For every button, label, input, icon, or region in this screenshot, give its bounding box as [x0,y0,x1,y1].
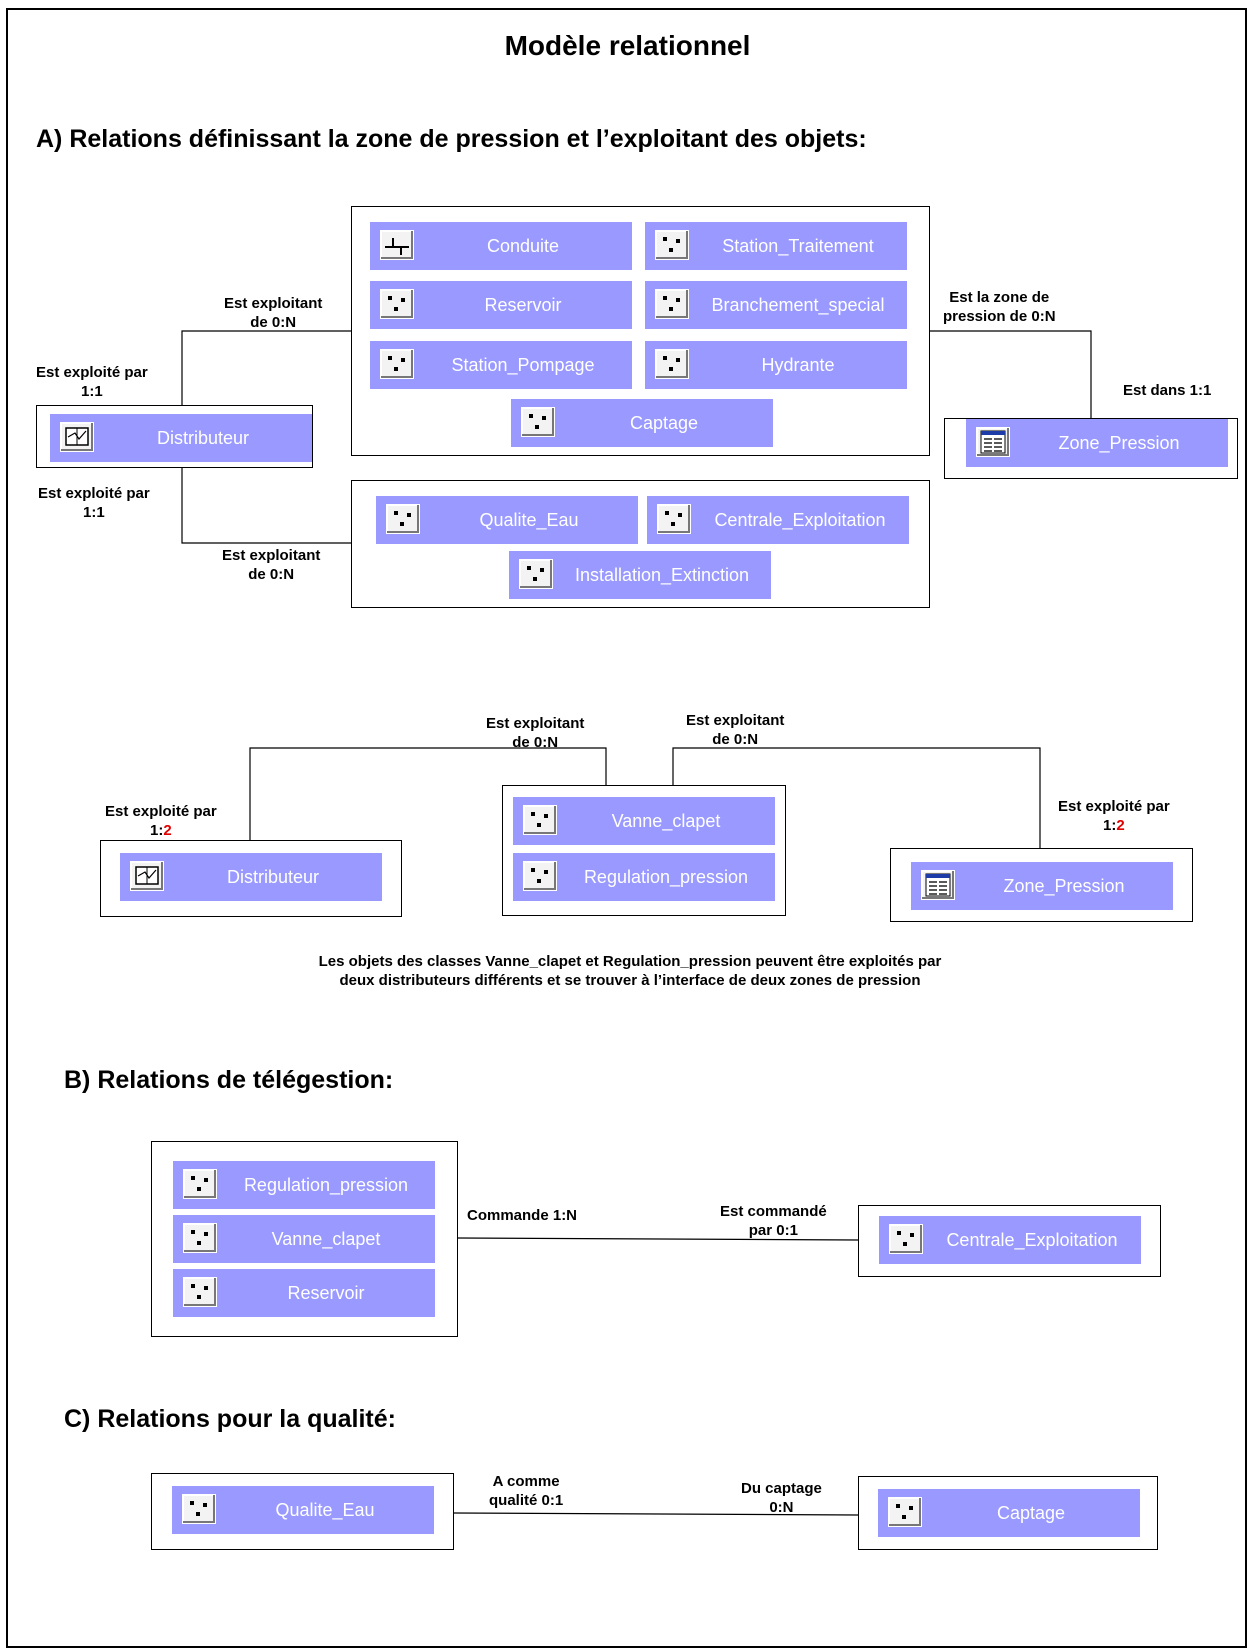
class-label: Regulation_pression [243,1175,409,1195]
class-reservoir-b[interactable]: Reservoir [173,1269,435,1317]
class-label: Reservoir [484,295,562,315]
class-label: Captage [996,1503,1066,1523]
line-distributeur-bottom [181,468,351,544]
point-feature-icon [655,289,689,319]
class-conduite[interactable]: Conduite [370,222,632,270]
class-label: Qualite_Eau [275,1500,375,1520]
class-station-pompage[interactable]: Station_Pompage [370,341,632,389]
line-vanne-left [249,747,607,840]
point-feature-icon [386,504,420,534]
class-distributeur-2[interactable]: Distributeur [120,853,382,901]
class-qualite-eau-c[interactable]: Qualite_Eau [172,1486,434,1534]
class-label: Vanne_clapet [271,1229,381,1249]
class-label: Zone_Pression [1003,876,1125,896]
class-label: Vanne_clapet [611,811,721,831]
class-label: Distributeur [226,867,320,887]
point-feature-icon [182,1494,216,1524]
class-label: Captage [629,413,699,433]
class-qualite-eau[interactable]: Qualite_Eau [376,496,638,544]
label-est-exploite-par-12-left: Est exploité par 1:2 [105,803,217,839]
class-label: Hydrante [761,355,835,375]
class-branchement-special[interactable]: Branchement_special [645,281,907,329]
point-feature-icon [888,1497,922,1527]
point-feature-icon [183,1169,217,1199]
point-feature-icon [523,861,557,891]
section-c-heading: C) Relations pour la qualité: [64,1405,396,1433]
class-label: Installation_Extinction [574,565,750,585]
class-label: Regulation_pression [583,867,749,887]
class-label: Distributeur [156,428,250,448]
class-captage-c[interactable]: Captage [878,1489,1140,1537]
class-centrale-exploitation[interactable]: Centrale_Exploitation [647,496,909,544]
table-icon [921,870,955,900]
table-icon [976,427,1010,457]
class-label: Station_Traitement [722,236,874,256]
class-vanne-clapet-b[interactable]: Vanne_clapet [173,1215,435,1263]
page-title: Modèle relationnel [504,30,751,61]
class-zone-pression[interactable]: Zone_Pression [966,419,1228,467]
point-feature-icon [655,349,689,379]
point-feature-icon [380,349,414,379]
class-reservoir[interactable]: Reservoir [370,281,632,329]
class-label: Zone_Pression [1058,433,1180,453]
point-feature-icon [519,559,553,589]
class-label: Conduite [486,236,560,256]
point-feature-icon [655,230,689,260]
line-commande [457,1237,859,1241]
note-text: Les objets des classes Vanne_clapet et R… [318,953,942,989]
class-label: Centrale_Exploitation [714,510,886,530]
point-feature-icon [889,1224,923,1254]
class-vanne-clapet[interactable]: Vanne_clapet [513,797,775,845]
line-distributeur-top [181,330,351,405]
class-regulation-pression-b[interactable]: Regulation_pression [173,1161,435,1209]
line-feature-icon [380,230,414,260]
class-hydrante[interactable]: Hydrante [645,341,907,389]
class-label: Reservoir [287,1283,365,1303]
line-zone-pression [930,330,1092,418]
map-icon [130,861,164,891]
line-qualite [453,1512,859,1516]
label-commande: Commande 1:N [467,1207,578,1224]
class-installation-extinction[interactable]: Installation_Extinction [509,551,771,599]
section-a-heading: A) Relations définissant la zone de pres… [36,125,867,153]
label-est-exploite-par-12-right: Est exploité par 1:2 [1058,798,1170,834]
point-feature-icon [183,1277,217,1307]
point-feature-icon [521,407,555,437]
point-feature-icon [657,504,691,534]
class-centrale-exploitation-b[interactable]: Centrale_Exploitation [879,1216,1141,1264]
section-b-heading: B) Relations de télégestion: [64,1066,394,1094]
class-captage[interactable]: Captage [511,399,773,447]
point-feature-icon [380,289,414,319]
class-label: Station_Pompage [451,355,595,375]
class-label: Centrale_Exploitation [946,1230,1118,1250]
class-zone-pression-2[interactable]: Zone_Pression [911,862,1173,910]
class-label: Branchement_special [711,295,885,315]
class-distributeur[interactable]: Distributeur [50,414,312,462]
point-feature-icon [523,805,557,835]
label-est-dans: Est dans 1:1 [1123,382,1212,399]
line-vanne-right [672,747,1041,848]
point-feature-icon [183,1223,217,1253]
class-label: Qualite_Eau [479,510,579,530]
class-regulation-pression[interactable]: Regulation_pression [513,853,775,901]
class-station-traitement[interactable]: Station_Traitement [645,222,907,270]
map-icon [60,422,94,452]
